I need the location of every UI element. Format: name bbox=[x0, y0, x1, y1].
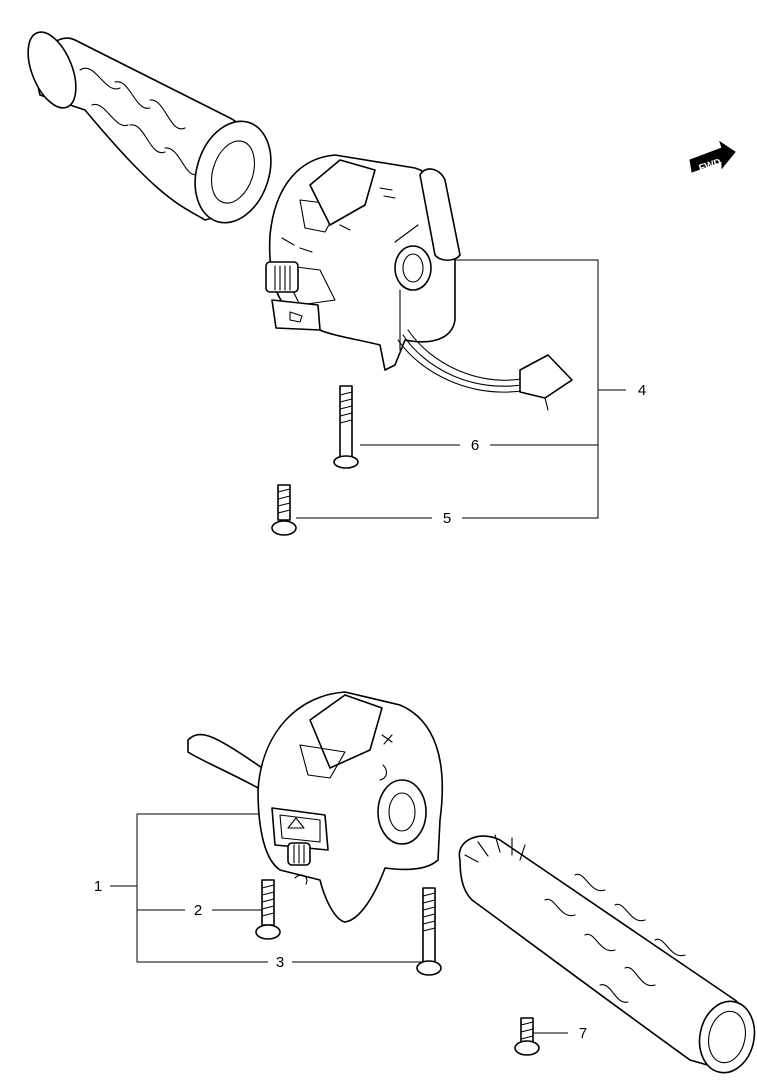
callout-5: 5 bbox=[443, 510, 451, 527]
callout-7: 7 bbox=[579, 1025, 587, 1042]
screw-3 bbox=[416, 887, 442, 976]
callout-6: 6 bbox=[471, 437, 479, 454]
fwd-arrow-badge: FWD bbox=[689, 140, 736, 174]
lower-leader-lines bbox=[110, 813, 568, 1034]
upper-switch-housing bbox=[265, 154, 461, 371]
screw-5 bbox=[271, 484, 297, 536]
callout-3: 3 bbox=[276, 954, 284, 971]
lower-switch-housing bbox=[187, 691, 444, 923]
screw-2 bbox=[255, 879, 281, 940]
callout-1: 1 bbox=[94, 878, 102, 895]
lower-right-grip bbox=[458, 834, 756, 1074]
callout-4: 4 bbox=[638, 382, 646, 399]
screw-6 bbox=[333, 385, 359, 469]
upper-wiring-harness bbox=[397, 329, 573, 411]
upper-leader-lines bbox=[296, 259, 626, 519]
upper-left-grip bbox=[27, 31, 272, 224]
callout-2: 2 bbox=[194, 902, 202, 919]
screw-7 bbox=[514, 1017, 540, 1056]
